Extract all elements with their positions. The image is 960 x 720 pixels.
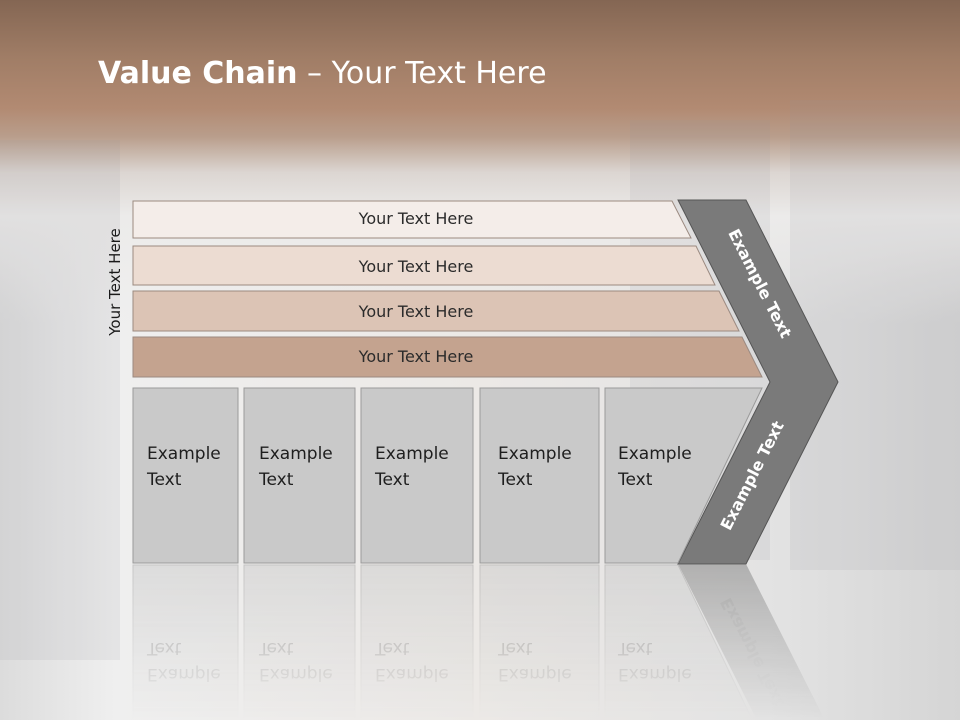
reflection-label: Example (498, 664, 572, 684)
row-band (132, 200, 692, 239)
slide-title-bold: Value Chain (98, 56, 298, 91)
activity-column (243, 387, 356, 564)
column-label-line1: Example (147, 444, 221, 464)
reflection-label: Example (618, 664, 692, 684)
column-label-line2: Text (497, 470, 533, 490)
row-band (132, 336, 763, 378)
activity-column (132, 387, 239, 564)
row-label: Your Text Here (358, 302, 474, 321)
column-label-line2: Text (258, 470, 294, 490)
row-label: Your Text Here (358, 347, 474, 366)
slide-title: Value Chain – Your Text Here (98, 52, 547, 96)
column-label-line2: Text (374, 470, 410, 490)
row-band (132, 245, 716, 286)
row-label: Your Text Here (358, 257, 474, 276)
reflection-label: Example (375, 664, 449, 684)
column-label-line1: Example (498, 444, 572, 464)
background-building (0, 140, 120, 660)
activity-column (360, 387, 474, 564)
row-band (132, 290, 740, 332)
reflection-label: Example (259, 664, 333, 684)
diagram-reflection: Example Text Example Text Example Text E… (132, 564, 825, 720)
column-label-line1: Example (375, 444, 449, 464)
reflection-label: Text (374, 638, 410, 658)
column-label-line2: Text (146, 470, 182, 490)
rows-group: Your Text Here Your Text Here Your Text … (132, 200, 763, 378)
reflection-label: Text (617, 638, 653, 658)
background-building (790, 100, 960, 570)
row-label: Your Text Here (358, 209, 474, 228)
column-label-line1: Example (618, 444, 692, 464)
column-label-line1: Example (259, 444, 333, 464)
reflection-label: Text (258, 638, 294, 658)
reflection-label: Example (147, 664, 221, 684)
slide-title-rest: – Your Text Here (297, 56, 547, 91)
reflection-label: Text (146, 638, 182, 658)
column-label-line2: Text (617, 470, 653, 490)
activity-column (604, 387, 763, 564)
columns-group: Example Text Example Text Example Text E… (132, 387, 763, 564)
reflection-label: Text (497, 638, 533, 658)
activity-column (479, 387, 600, 564)
